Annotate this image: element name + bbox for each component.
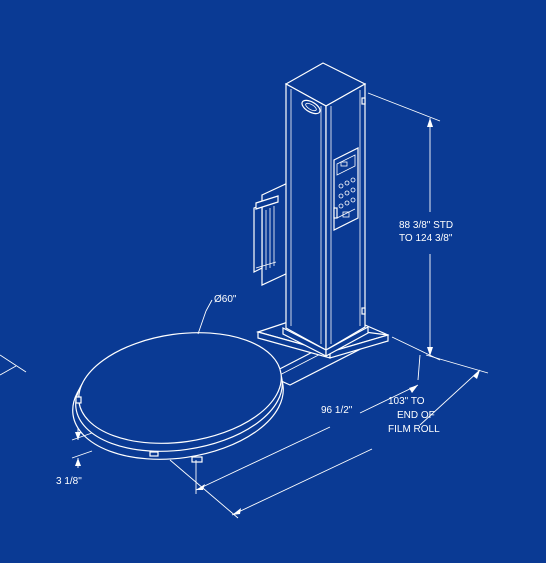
brand-logo-badge [301,99,321,115]
turntable [72,332,284,463]
length-dimension [195,354,421,494]
turntable-height-label: 3 1/8" [56,476,82,487]
diameter-label: Ø60" [214,294,237,305]
film-label-line3: FILM ROLL [388,424,440,435]
partial-dimension-mark [0,354,27,376]
diameter-leader [197,299,213,335]
height-label-line2: TO 124 3/8" [399,233,453,244]
length-label: 96 1/2" [321,405,353,416]
film-label-line1: 103" TO [388,396,425,407]
height-dimension [367,92,441,361]
film-carriage [253,181,291,286]
height-label-line1: 88 3/8" STD [399,220,453,231]
film-label-line2: END OF [397,410,435,421]
film-roll-dimension [169,354,489,519]
turntable-height-dimension [71,428,93,468]
control-panel [333,147,359,231]
mast-door-hardware [333,97,366,315]
